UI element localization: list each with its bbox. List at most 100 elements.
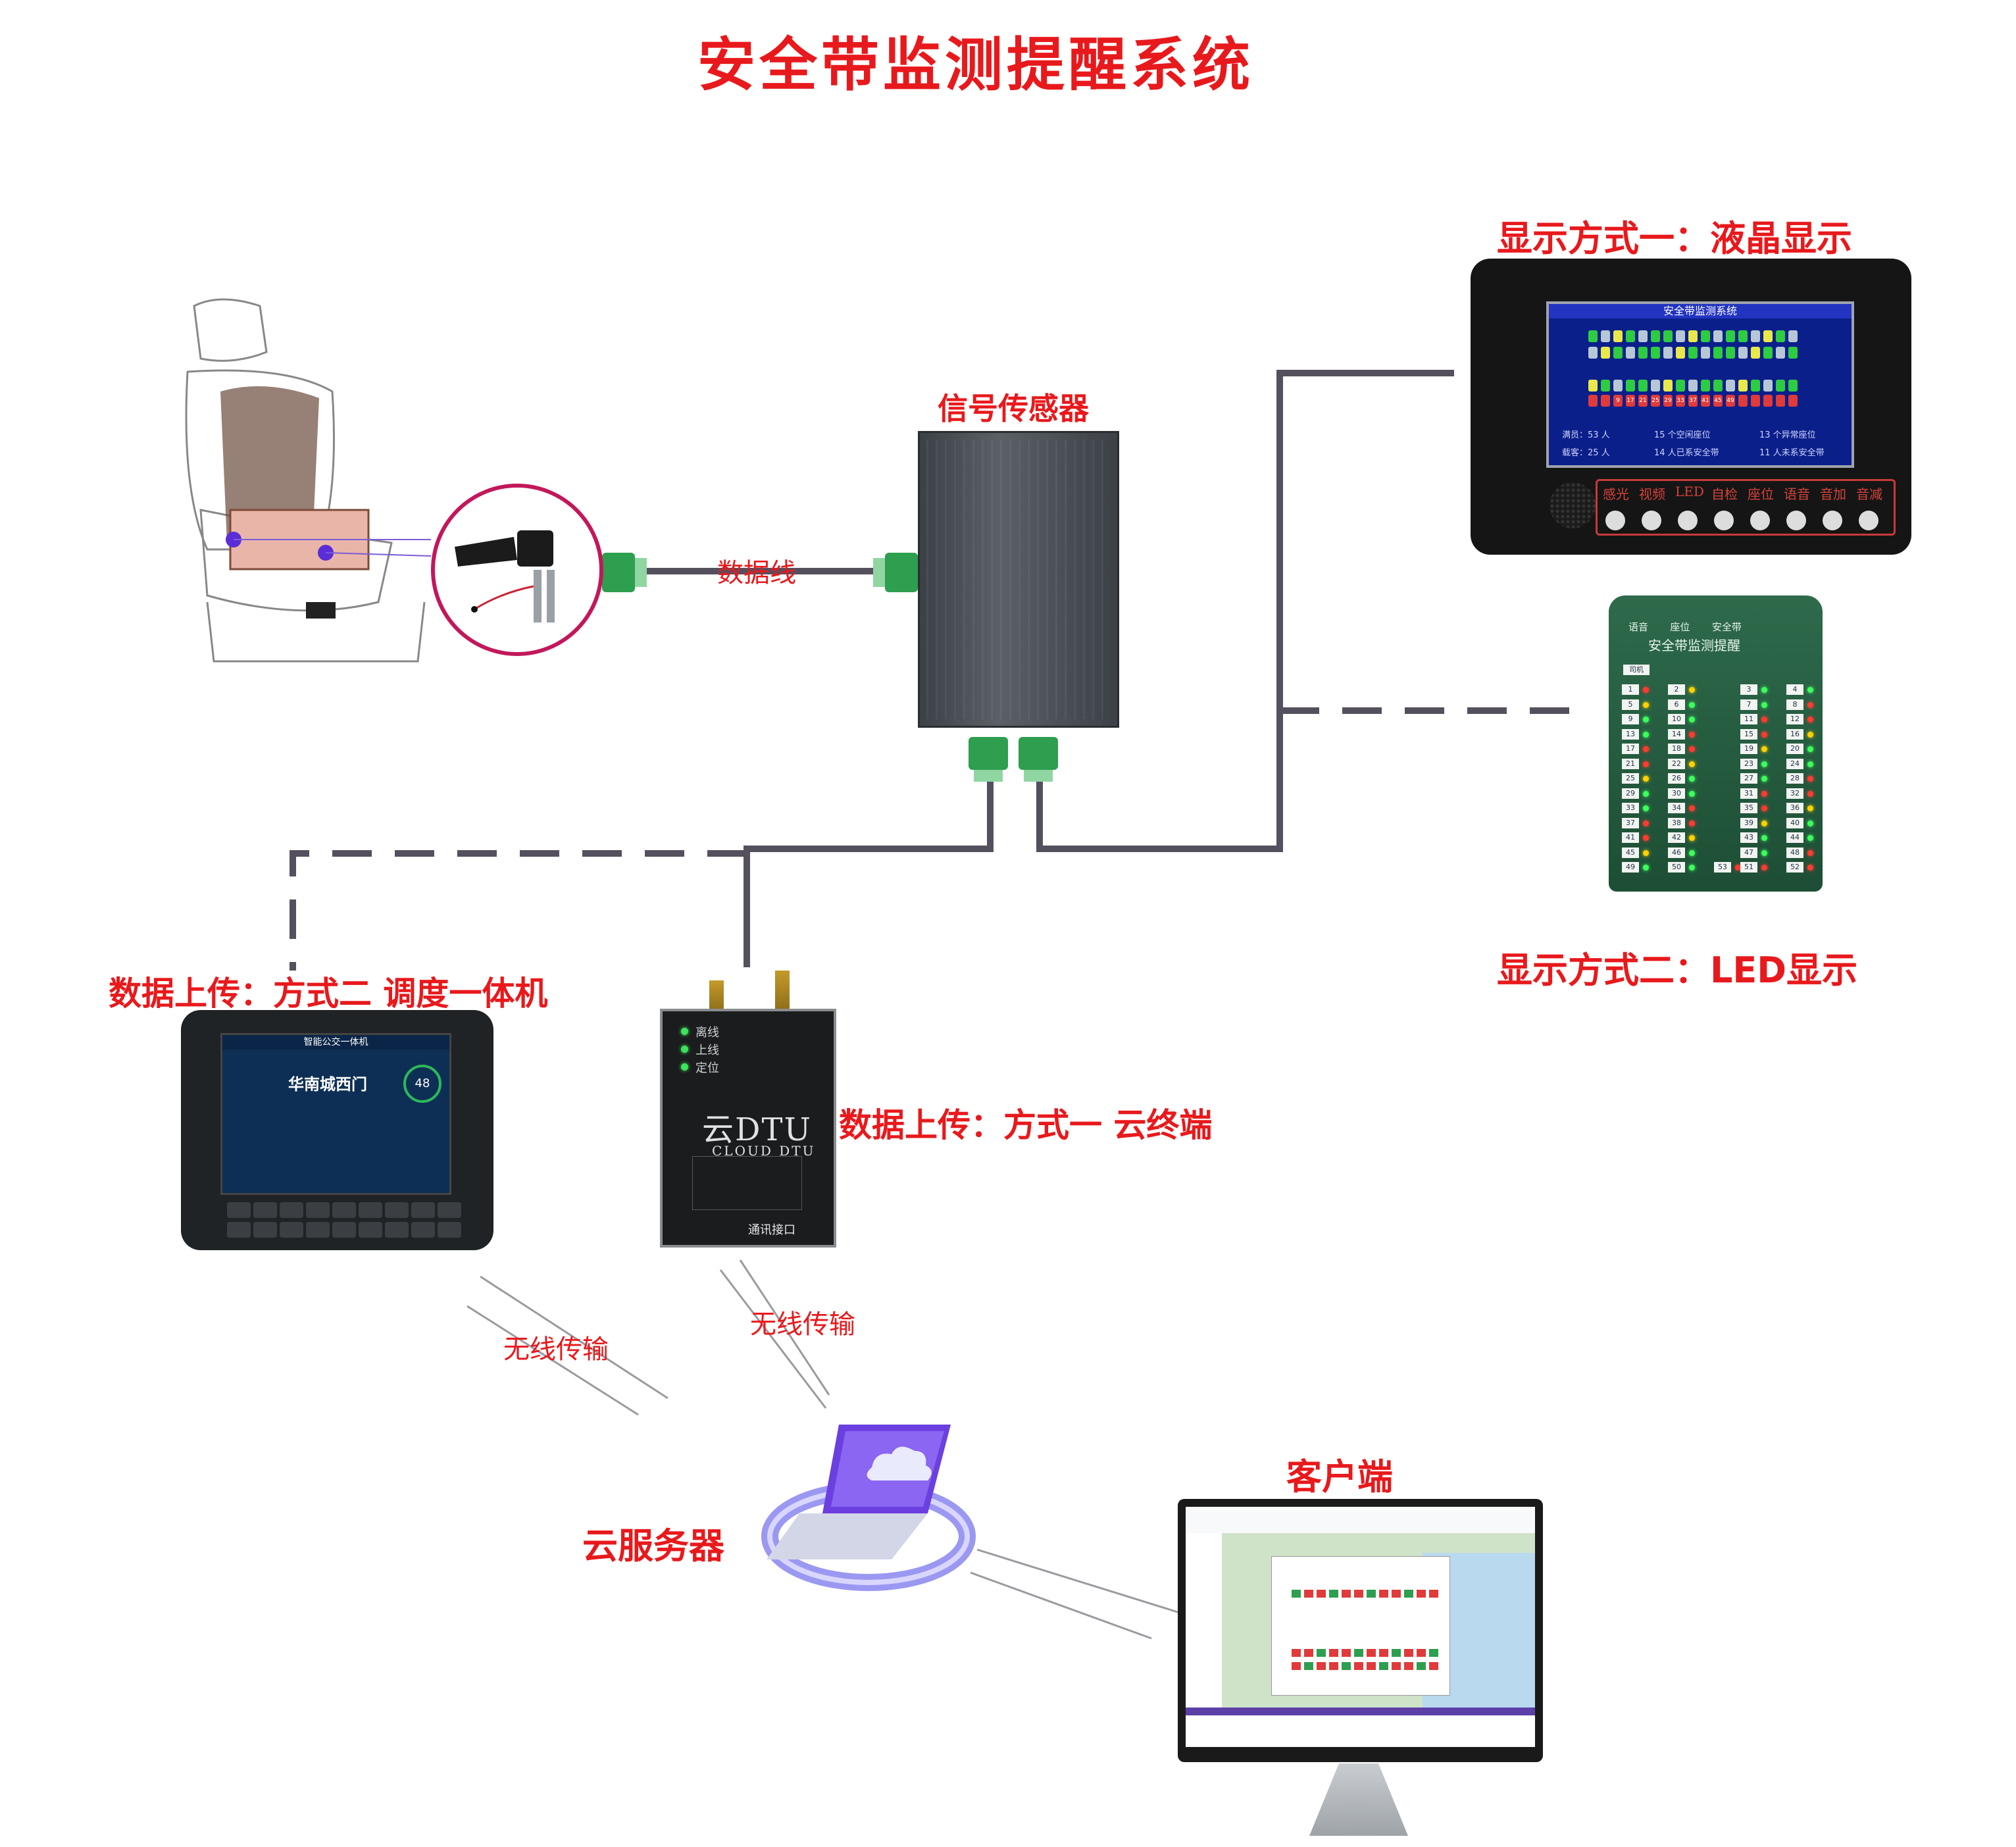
client-seat-indicator [1304,1649,1313,1657]
sensor-to-dtu-line [743,780,994,967]
led-seat-light [1689,790,1695,797]
wireless-line-b [719,1269,827,1409]
lcd-seat-indicator [1788,380,1798,392]
lcd-display-label: 显示方式一：液晶显示 [1497,218,1852,259]
led-seat-light [1761,687,1767,693]
connector-left [602,553,647,592]
client-seat-indicator [1329,1590,1338,1598]
led-seat-cell: 7 [1740,699,1757,710]
led-seat-cell: 31 [1740,788,1757,799]
keypad-key[interactable] [359,1202,382,1218]
keypad-key[interactable] [438,1222,461,1238]
keypad-key[interactable] [253,1222,277,1238]
led-seat-light [1807,805,1813,811]
client-seat-indicator [1379,1662,1388,1670]
speaker-grille [1550,482,1596,528]
client-seat-indicator [1292,1649,1301,1657]
keypad-key[interactable] [227,1222,251,1238]
client-seat-indicator [1292,1662,1301,1670]
client-seat-dialog [1271,1556,1450,1696]
keypad-key[interactable] [280,1222,303,1238]
seat-illustration [185,298,432,663]
led-seat-light [1689,687,1695,693]
lcd-control-button[interactable] [1823,511,1842,530]
led-display-label: 显示方式二：LED显示 [1497,949,1858,991]
keypad-key[interactable] [306,1202,330,1218]
keypad-key[interactable] [359,1222,382,1238]
keypad-key[interactable] [306,1222,330,1238]
led-seat-light [1689,776,1695,782]
keypad-key[interactable] [332,1202,356,1218]
client-seat-indicator [1392,1649,1401,1657]
keypad-key[interactable] [438,1202,461,1218]
lcd-control-button[interactable] [1750,511,1770,530]
lcd-seat-indicator [1713,347,1723,359]
led-seat-cell: 49 [1622,862,1639,873]
lcd-seat-indicator [1663,330,1673,342]
keypad-key[interactable] [385,1222,409,1238]
led-seat-light [1807,790,1813,797]
client-seat-indicator [1354,1590,1363,1598]
led-seat-light [1807,717,1813,722]
led-seat-light [1689,820,1695,826]
lcd-seat-indicator [1651,330,1660,342]
led-seat-cell: 10 [1668,714,1685,724]
led-seat-light [1761,717,1767,722]
dtu-port-label: 通讯接口 [748,1223,795,1237]
lcd-seat-indicator [1738,330,1748,342]
lcd-seat-indicator [1788,330,1798,342]
keypad-key[interactable] [280,1202,303,1218]
lcd-seat-indicator [1626,347,1635,359]
client-seat-indicator [1317,1662,1326,1670]
client-seat-indicator [1404,1649,1413,1657]
client-seat-indicator [1417,1649,1426,1657]
lcd-screen-title: 安全带监测系统 [1549,304,1852,318]
lcd-seat-number: 37 [1688,395,1698,407]
led-top-labels: 语音 座位 安全带 [1628,620,1742,634]
connector-bottom-2 [1019,737,1058,782]
lcd-control-button[interactable] [1678,511,1698,530]
led-seat-light [1807,761,1813,767]
cloud-dtu-label: 数据上传：方式一 云终端 [839,1106,1213,1144]
led-seat-light [1761,790,1767,797]
led-seat-cell: 6 [1668,699,1685,710]
lcd-control-button[interactable] [1605,511,1625,530]
lcd-control-button[interactable] [1642,511,1661,530]
led-seat-light [1807,820,1813,826]
lcd-control-button[interactable] [1786,511,1806,530]
sensor-to-lcd-line [1036,370,1454,852]
led-seat-cell: 18 [1668,744,1685,754]
wireless-line-a [480,1275,668,1400]
lcd-seat-indicator [1701,347,1710,359]
client-seat-indicator [1317,1649,1326,1657]
keypad-key[interactable] [411,1202,435,1218]
edge-label-data-cable: 数据线 [717,558,796,588]
lcd-seat-indicator [1776,380,1785,392]
dispatch-screen: 智能公交一体机 华南城西门 48 [220,1033,451,1195]
lcd-control-button[interactable] [1859,511,1878,530]
client-seat-indicator [1367,1649,1376,1657]
keypad-key[interactable] [332,1222,356,1238]
client-seat-indicator [1429,1662,1438,1670]
lcd-seat-indicator [1738,380,1748,392]
led-seat-light [1761,731,1767,738]
lcd-control-button[interactable] [1714,511,1734,530]
led-seat-cell: 45 [1622,847,1639,858]
lcd-seat-indicator [1713,330,1723,342]
client-seat-indicator [1417,1662,1426,1670]
lcd-button-label: 音加 [1820,486,1846,502]
keypad-key[interactable] [385,1202,409,1218]
lcd-seat-indicator [1738,347,1748,359]
led-seat-cell: 16 [1786,728,1803,740]
lcd-seat-indicator [1651,380,1660,392]
lcd-seat-indicator [1751,347,1760,359]
keypad-key[interactable] [227,1202,251,1218]
led-seat-light [1761,761,1767,767]
keypad-key[interactable] [253,1202,277,1218]
lcd-seat-indicator [1601,330,1610,342]
keypad-key[interactable] [411,1222,435,1238]
led-seat-light [1761,805,1767,811]
